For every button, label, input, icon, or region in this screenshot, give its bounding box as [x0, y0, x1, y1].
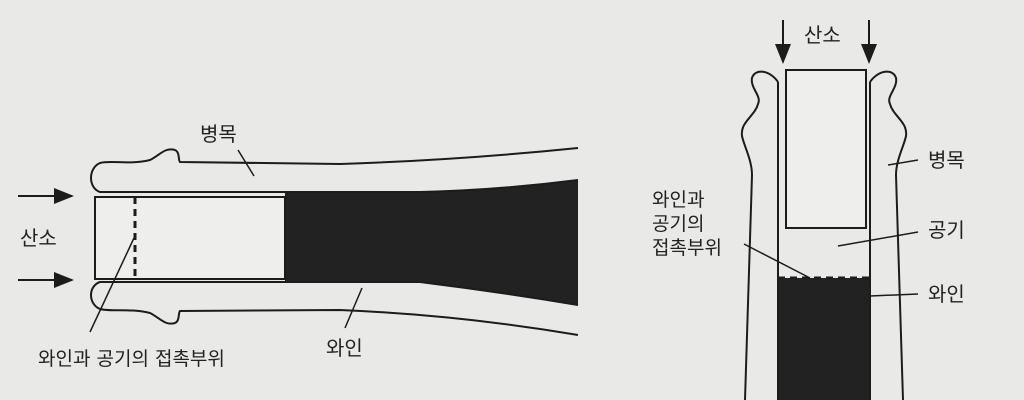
left-bottle	[18, 147, 579, 336]
right-label-wine: 와인	[928, 282, 965, 306]
left-bottle-top-inner	[135, 179, 579, 193]
right-wine-leader	[869, 293, 919, 297]
right-cork	[785, 69, 867, 229]
left-label-oxygen: 산소	[20, 226, 57, 250]
right-contact-leader	[743, 243, 811, 279]
right-label-contact: 와인과 공기의 접촉부위	[652, 188, 722, 260]
left-bottle-bottom-inner	[135, 281, 579, 306]
right-air-leader	[837, 231, 919, 247]
right-label-bottle-neck: 병목	[928, 148, 965, 172]
left-label-contact: 와인과 공기의 접촉부위	[38, 348, 225, 370]
left-wine-fill	[285, 180, 578, 305]
right-neck-leader	[887, 159, 919, 166]
right-bottle	[740, 20, 919, 400]
right-label-contact-line-3: 접촉부위	[652, 237, 722, 259]
right-wine-fill	[778, 278, 870, 400]
right-label-oxygen: 산소	[804, 23, 841, 47]
right-label-contact-line-1: 와인과	[652, 189, 705, 211]
left-contact-leader	[89, 237, 135, 333]
left-neck-leader	[237, 149, 255, 177]
left-cork	[94, 196, 286, 280]
left-label-bottle-neck: 병목	[200, 122, 237, 146]
right-label-air: 공기	[928, 218, 965, 242]
left-label-wine: 와인	[326, 336, 363, 360]
right-bottle-right-wall	[869, 70, 908, 400]
left-bottle-top-wall	[90, 147, 579, 193]
right-bottle-left-wall	[740, 70, 779, 400]
left-wine-leader	[344, 287, 363, 329]
right-label-contact-line-2: 공기의	[652, 213, 705, 235]
